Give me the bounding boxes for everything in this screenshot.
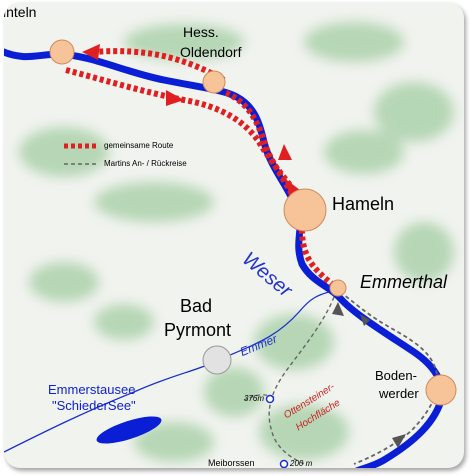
label-bad-pyrmont-2: Pyrmont <box>164 320 232 340</box>
label-elevation-200: 200 m <box>290 459 313 468</box>
label-emmerthal: Emmerthal <box>360 272 448 292</box>
route-arrow-west <box>82 44 100 60</box>
label-bad-pyrmont-1: Bad <box>180 296 213 316</box>
peak-376 <box>265 394 275 404</box>
grey-arrow-north <box>332 302 344 316</box>
grey-arrow-south <box>392 434 406 448</box>
label-elevation-376: 376m <box>244 394 265 403</box>
legend-shared-route: gemeinsame Route <box>104 141 174 150</box>
label-emmerstausee-1: Emmerstausee <box>48 382 136 397</box>
town-bad-pyrmont <box>202 345 232 375</box>
town-bodenwerder <box>425 374 457 406</box>
grey-arrow-east <box>360 314 370 326</box>
legend-martins-route: Martins An- / Rückreise <box>104 159 187 168</box>
label-emmerstausee-2: "SchiederSee" <box>52 398 136 413</box>
label-hess-oldendorf-1: Hess. <box>183 24 219 40</box>
route-arrow-north <box>278 144 292 160</box>
town-emmerthal <box>329 279 347 297</box>
emmerstausee-lake <box>96 416 162 444</box>
label-hameln: Hameln <box>332 194 395 214</box>
route-map: inteln Hess. Oldendorf Hameln Emmerthal … <box>4 2 464 468</box>
town-hess-oldendorf <box>202 70 226 94</box>
shared-route-south <box>65 67 299 196</box>
route-arrow-east <box>166 90 184 106</box>
label-rinteln: inteln <box>4 4 37 20</box>
label-bodenwerder-2: werder <box>379 386 419 401</box>
shared-route <box>222 89 341 293</box>
martins-route-inland <box>268 296 335 465</box>
label-bodenwerder-1: Boden- <box>375 368 417 383</box>
peak-meiborssen <box>279 459 289 468</box>
label-hess-oldendorf-2: Oldendorf <box>180 44 242 60</box>
town-rinteln <box>49 39 75 65</box>
label-meiborssen: Meiborssen <box>208 458 255 468</box>
map-canvas <box>4 22 457 468</box>
forest-areas <box>19 22 454 462</box>
town-hameln <box>283 188 327 232</box>
